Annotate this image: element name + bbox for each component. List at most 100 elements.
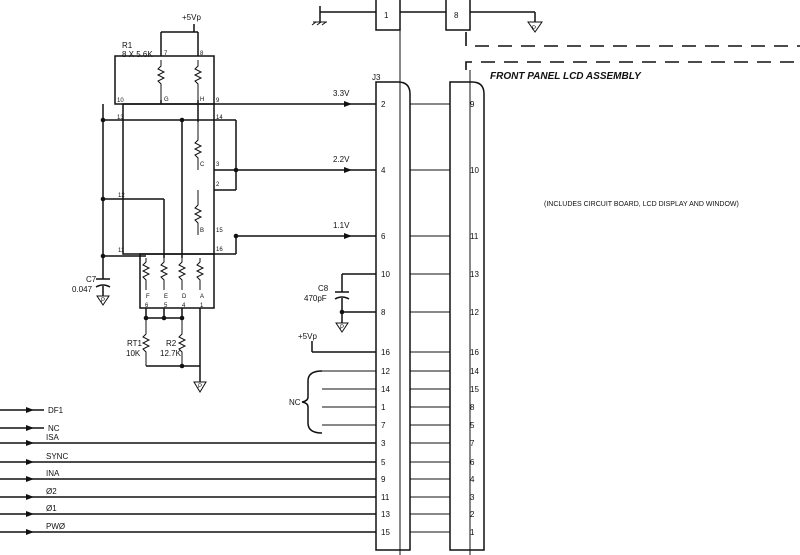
c8-ground-label: P [340,325,344,331]
c7-ground-label: P [101,298,105,304]
j3-left-pin-8: 8 [381,308,386,317]
signal-arrow [26,440,34,446]
r2-ref: R2 [166,339,177,348]
network-wiring [100,100,239,259]
j3-right-pin-9: 9 [470,100,475,109]
j3-right-pin-4: 4 [470,475,475,484]
r1-pin-5: 5 [164,303,168,309]
signal-label: Ø2 [46,487,57,496]
capacitor-c7: P C7 0.047 [72,255,146,306]
r1-value: 8 X 5.6K [122,50,153,59]
top-connector: P 1 8 FRONT PANEL LCD ASSEMBLY (INCLUDES… [311,0,800,208]
r1-pin-13: 13 [117,115,124,121]
r1-letter-b: B [200,228,204,234]
signal-arrow [26,476,34,482]
c8-value: 470pF [304,294,327,303]
signal-label: SYNC [46,452,68,461]
signal-arrow [26,425,34,431]
signal-label: DF1 [48,406,64,415]
assembly-note: (INCLUDES CIRCUIT BOARD, LCD DISPLAY AND… [544,201,739,208]
j3-right-pin-15: 15 [470,385,479,394]
j3-right-pin-13: 13 [470,270,479,279]
voltage-1v1: 1.1V [333,221,350,230]
j3-right-pin-3: 3 [470,493,475,502]
r2-value: 12.7K [160,349,182,358]
j3-right-pin-5: 5 [470,421,475,430]
j3-left-pin-11: 11 [381,493,390,502]
top-pin-left: 1 [384,11,389,20]
r1-pin-6: 6 [145,303,149,309]
thermistor-network: P RT1 10K R2 12.7K [126,308,207,393]
j3-right-pin-11: 11 [470,232,479,241]
r1-pin-10: 10 [117,98,124,104]
r1-pin-11: 11 [118,248,125,254]
resistor-network-r1: R1 8 X 5.6K 7 8 G H C B F E D A 10 13 12… [114,41,223,309]
nc-label: NC [289,398,301,407]
r1-pin-16: 16 [216,247,223,253]
j3-left-pin-3: 3 [381,439,386,448]
r1-pin-9: 9 [216,98,220,104]
signal-arrow [26,494,34,500]
j3-left-pin-10: 10 [381,270,390,279]
signal-arrow [26,529,34,535]
voltage-taps: 3.3V 2.2V 1.1V [214,89,376,239]
r1-pin-7: 7 [164,51,168,57]
r1-pin-12: 12 [118,193,125,199]
supply-top: +5Vp [160,13,201,56]
j3-right-pin-2: 2 [470,510,475,519]
signal-label: INA [46,469,60,478]
r1-letter-c: C [200,162,205,168]
r1-pin-3: 3 [216,162,220,168]
top-pin-right: 8 [454,11,459,20]
r1-pin-8: 8 [200,51,204,57]
j3-left-pin-14: 14 [381,385,390,394]
j3-right-pin-6: 6 [470,458,475,467]
j3-right-pin-12: 12 [470,308,479,317]
c8-ref: C8 [318,284,329,293]
r1-letter-g: G [164,97,169,103]
supply-label-mid: +5Vp [298,332,317,341]
supply-label-top: +5Vp [182,13,201,22]
j3-left-pin-9: 9 [381,475,386,484]
j3-left-pin-2: 2 [381,100,386,109]
j3-right-pin-7: 7 [470,439,475,448]
signal-label: NC [48,424,60,433]
j3-right-pin-1: 1 [470,528,475,537]
signal-label: PWØ [46,522,65,531]
supply-mid: +5Vp [298,332,376,353]
j3-left-pin-6: 6 [381,232,386,241]
r1-letter-e: E [164,294,168,300]
j3-right-pin-16: 16 [470,348,479,357]
ground-label: P [532,26,536,32]
j3-left-pin-12: 12 [381,367,390,376]
rt1-value: 10K [126,349,141,358]
rt1-ref: RT1 [127,339,143,348]
j3-left-pin-16: 16 [381,348,390,357]
signal-arrow [26,511,34,517]
signal-label: ISA [46,433,60,442]
voltage-2v2: 2.2V [333,155,350,164]
j3-left-pin-7: 7 [381,421,386,430]
r1-ref: R1 [122,41,133,50]
j3-left-pin-15: 15 [381,528,390,537]
capacitor-c8: P C8 470pF [304,273,376,333]
r1-pin-4: 4 [182,303,186,309]
j3-right-pin-10: 10 [470,166,479,175]
r1-letter-a: A [200,294,204,300]
nc-bracket: NC [289,370,376,434]
j3-left-pin-4: 4 [381,166,386,175]
j3-left-pin-5: 5 [381,458,386,467]
signal-arrow [26,459,34,465]
j3-left-pin-13: 13 [381,510,390,519]
r1-letter-f: F [146,294,150,300]
c7-ref: C7 [86,275,97,284]
j3-right-pin-8: 8 [470,403,475,412]
r1-letter-h: H [200,97,204,103]
r1-pin-2: 2 [216,182,220,188]
j3-left-pin-1: 1 [381,403,386,412]
rt-ground-label: P [198,384,202,390]
j3-right-pin-14: 14 [470,367,479,376]
